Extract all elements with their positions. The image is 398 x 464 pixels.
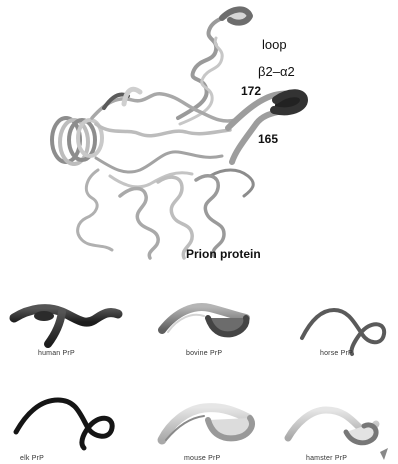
caption-horse-prp: horse PrP <box>320 350 353 357</box>
backbone-middle <box>96 152 253 196</box>
loop-tip <box>222 9 250 22</box>
caption-hamster-prp: hamster PrP <box>306 455 347 462</box>
panel-mouse-prp <box>162 408 252 440</box>
panel-elk-prp <box>16 400 112 448</box>
helix-top <box>178 14 230 124</box>
backbone-upper <box>92 89 236 135</box>
panel-hamster-prp <box>288 410 388 460</box>
helix-lower <box>120 176 224 258</box>
residue-172-label: 172 <box>241 84 261 98</box>
caption-mouse-prp: mouse PrP <box>184 455 220 462</box>
beta2-alpha2-label: β2–α2 <box>258 64 295 79</box>
coil-left <box>78 170 112 250</box>
loop-label: loop <box>262 37 287 52</box>
caption-bovine-prp: bovine PrP <box>186 350 222 357</box>
panel-bovine-prp <box>162 307 246 334</box>
panel-human-prp <box>14 309 118 344</box>
beta2-alpha2-loop <box>228 93 304 162</box>
residue-165-label: 165 <box>258 132 278 146</box>
caption-human-prp: human PrP <box>38 350 75 357</box>
caption-elk-prp: elk PrP <box>20 455 44 462</box>
prion-protein-label: Prion protein <box>186 247 261 261</box>
panel-horse-prp <box>302 310 384 354</box>
